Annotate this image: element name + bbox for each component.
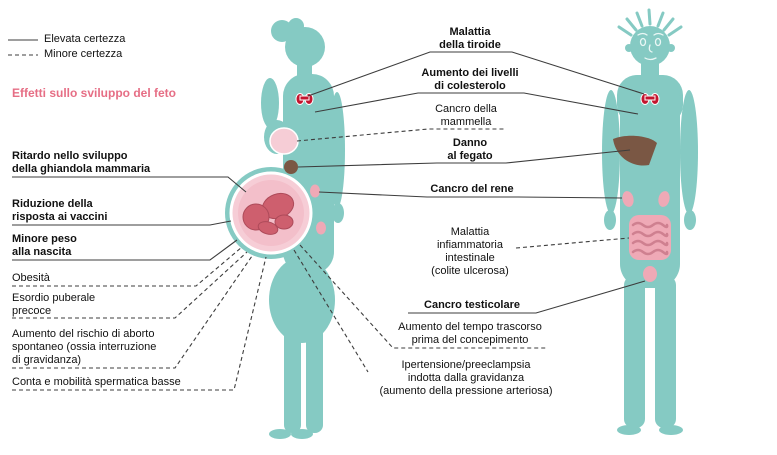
man-leg-left [624, 276, 645, 428]
connector-liver [297, 149, 631, 168]
label-obesity: Obesità [12, 272, 50, 284]
connector-conception [299, 244, 546, 349]
label-sperm-count: Conta e mobilità spermatica basse [12, 376, 181, 388]
label-testicular-cancer: Cancro testicolare [424, 299, 520, 311]
woman-organs [269, 93, 326, 235]
woman-hips [269, 257, 335, 343]
connector-sperm [12, 256, 267, 391]
label-breast-cancer: Cancro della mammella [435, 103, 497, 128]
connector-ibd [515, 237, 630, 249]
woman-thyroid [295, 93, 314, 105]
label-kidney-cancer: Cancro del rene [430, 183, 514, 195]
woman-leg-right [306, 320, 323, 433]
label-birth-weight: Minore peso alla nascita [12, 233, 77, 258]
woman-hair-bun [271, 20, 293, 42]
man-intestines [629, 215, 671, 260]
woman-head [285, 27, 325, 67]
connector-lines [12, 51, 646, 391]
connector-puberty [12, 251, 248, 319]
connector-birth-weight [12, 239, 238, 261]
label-early-puberty: Esordio puberale precoce [12, 292, 96, 317]
connector-obesity [12, 246, 243, 287]
man-hair-spikes [617, 8, 683, 37]
fetus-shape [242, 192, 295, 235]
connector-breast-cancer [296, 128, 506, 142]
connector-thyroid [307, 51, 645, 97]
connector-vaccines [12, 220, 232, 226]
woman-arm-left [261, 78, 279, 128]
label-thyroid-disease: Malattia della tiroide [439, 26, 501, 51]
man-kidneys [622, 191, 670, 207]
man-organs [613, 93, 671, 282]
man-arm-right [680, 90, 698, 214]
legend-high-certainty-label: Elevata certezza [44, 33, 126, 45]
connector-cholesterol [314, 92, 639, 115]
man-leg-right [655, 276, 676, 428]
man-testicles [643, 266, 657, 282]
label-mammary-gland-delay: Ritardo nello sviluppo della ghiandola m… [12, 150, 151, 175]
connector-kidney [318, 191, 623, 199]
label-cholesterol: Aumento dei livelli di colesterolo [421, 67, 519, 92]
woman-arm-right [329, 92, 345, 208]
fetus-in-womb [229, 171, 313, 255]
label-miscarriage-risk: Aumento del rischio di aborto spontaneo … [12, 328, 157, 366]
man-face [637, 32, 664, 61]
woman-leg-left [284, 320, 301, 433]
legend-low-certainty-label: Minore certezza [44, 48, 123, 60]
woman-kidney [310, 184, 320, 198]
label-conception-time: Aumento del tempo trascorso prima del co… [398, 321, 542, 346]
label-ibd: Malattia infiammatoria intestinale (coli… [431, 226, 509, 277]
woman-kidney-2 [316, 221, 326, 235]
connector-miscarriage [12, 255, 253, 369]
man-liver [613, 135, 657, 166]
woman-breast [269, 127, 299, 155]
man-thyroid [640, 93, 660, 105]
connector-hypertension [293, 249, 369, 373]
label-hypertension-preeclampsia: Ipertensione/preeclampsia indotta dalla … [379, 359, 553, 397]
connector-testicular [408, 280, 646, 314]
connector-mammary [12, 176, 247, 193]
section-header-fetal-effects: Effetti sullo sviluppo del feto [12, 86, 177, 100]
woman-liver [284, 160, 298, 174]
label-vaccine-response: Riduzione della risposta ai vaccini [12, 198, 108, 223]
label-liver-damage: Danno al fegato [447, 137, 493, 162]
